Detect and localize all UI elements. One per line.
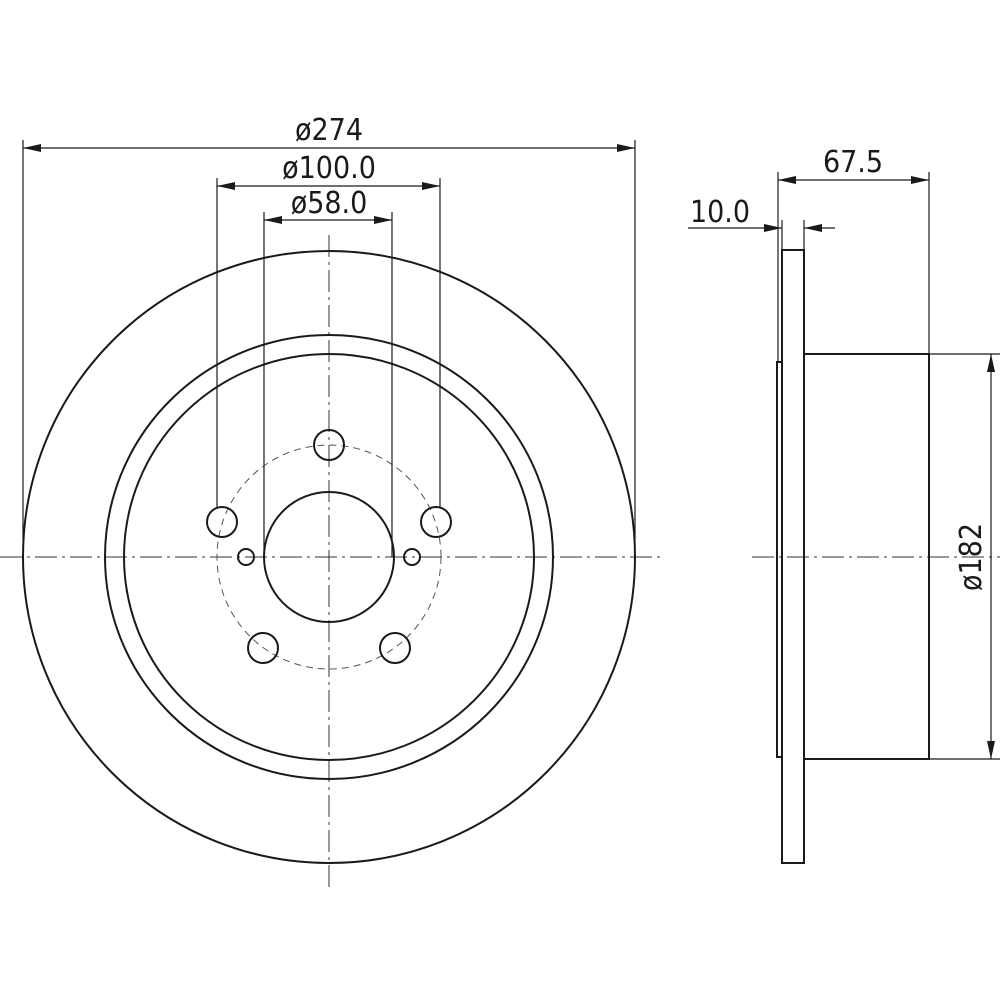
front-view: ø274 ø100.0 ø58.0 (0, 113, 660, 890)
hat-outer-edge (123, 353, 535, 761)
side-view: 67.5 10.0 ø182 (688, 145, 1000, 864)
dim-bolt-circle: ø100.0 (216, 151, 441, 508)
dim-overall-height: 67.5 (777, 145, 930, 362)
hub-lip (776, 361, 783, 758)
friction-ring-inner-edge (104, 334, 554, 780)
hat-section (803, 353, 930, 760)
lug-hole-2 (206, 506, 238, 538)
hat-diameter-label: ø182 (954, 523, 989, 591)
lug-hole-4 (247, 632, 279, 664)
overall-height-label: 67.5 (823, 145, 883, 180)
disc-thickness-label: 10.0 (690, 195, 750, 230)
dim-hat-diameter: ø182 (929, 353, 1000, 760)
dim-disc-thickness: 10.0 (688, 195, 835, 250)
center-bore-label: ø58.0 (291, 186, 368, 221)
lug-hole-3 (420, 506, 452, 538)
locating-hole-right (403, 548, 421, 566)
bolt-circle-label: ø100.0 (282, 151, 376, 186)
outer-diameter-label: ø274 (295, 113, 363, 148)
dim-outer-diameter: ø274 (22, 113, 636, 540)
dim-center-bore: ø58.0 (263, 186, 393, 557)
outer-disc-edge (22, 250, 636, 864)
lug-hole-5 (379, 632, 411, 664)
lug-hole-1 (313, 429, 345, 461)
locating-hole-left (237, 548, 255, 566)
bolt-circle (216, 444, 442, 670)
